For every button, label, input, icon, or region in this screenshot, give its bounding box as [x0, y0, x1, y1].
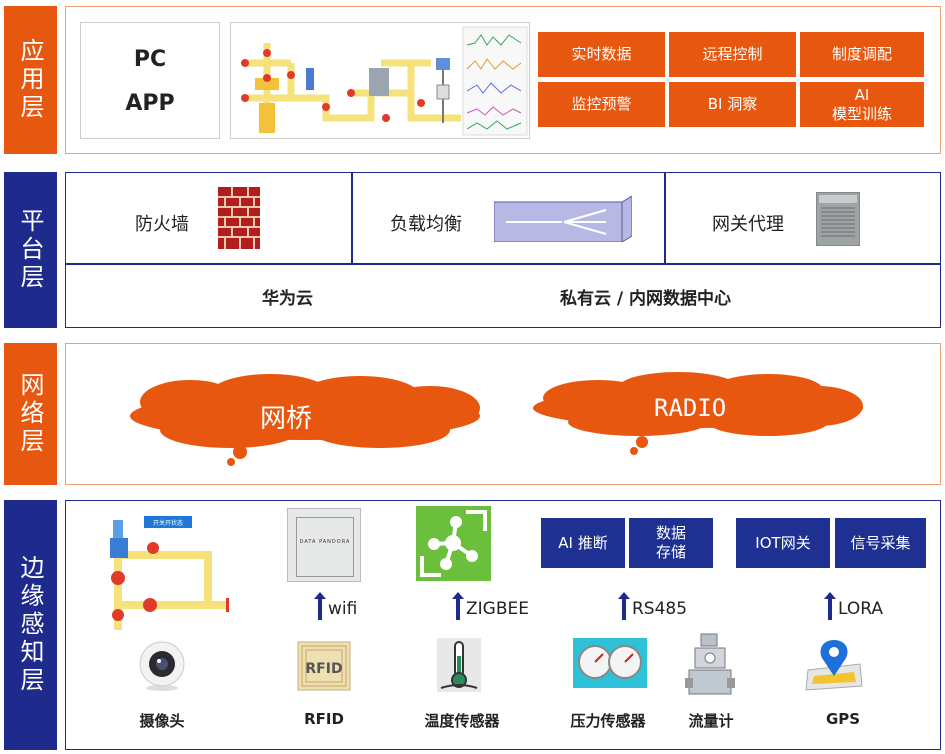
lora-label: LORA: [838, 599, 883, 619]
rfid-tag-text: RFID: [305, 661, 342, 677]
bi-insight-button[interactable]: BI 洞察: [669, 82, 796, 127]
rs485-label: RS485: [632, 599, 688, 619]
rfid-icon: RFID: [297, 641, 351, 691]
thermometer-icon: [437, 638, 481, 692]
scada-graphic: [241, 26, 528, 136]
platform-panel: [65, 172, 941, 328]
up-arrow-icon: [824, 592, 836, 620]
remote-control-button[interactable]: 远程控制: [669, 32, 796, 77]
client-pc-label: PC: [133, 47, 167, 72]
wellhead-valve-icon: 开关开状态: [110, 516, 229, 630]
valve-tag-text: 开关开状态: [153, 519, 183, 527]
zigbee-arrow: ZIGBEE: [452, 592, 529, 620]
wifi-label: wifi: [328, 599, 358, 619]
zigbee-label: ZIGBEE: [466, 599, 529, 619]
radio-cloud-icon: [533, 372, 863, 455]
lora-arrow: LORA: [824, 592, 883, 620]
device-label-gps: GPS: [825, 710, 861, 728]
device-label-rfid: RFID: [304, 710, 344, 728]
bridge-cloud-icon: [130, 374, 480, 466]
bridge-label: 网桥: [260, 404, 313, 434]
device-label-pressure: 压力传感器: [570, 712, 646, 730]
gps-icon: [805, 640, 863, 691]
load-balancer-icon: [494, 196, 632, 242]
up-arrow-icon: [452, 592, 464, 620]
data-gateway-box: DATA PANDORA: [287, 508, 361, 582]
zigbee-icon: [416, 506, 491, 581]
flow-meter-icon: [685, 633, 735, 695]
realtime-data-button[interactable]: 实时数据: [538, 32, 665, 77]
pressure-gauge-icon: [573, 638, 647, 688]
server-icon: [816, 192, 860, 246]
up-arrow-icon: [314, 592, 326, 620]
scada-screenshot: [230, 22, 530, 139]
layer-label-application: 应用层: [4, 6, 57, 154]
firewall-icon: [218, 187, 260, 249]
divider: [65, 263, 941, 265]
data-box-text: DATA PANDORA: [299, 539, 351, 545]
wifi-arrow: wifi: [314, 592, 358, 620]
firewall-label: 防火墙: [135, 214, 189, 235]
iot-gateway-button[interactable]: IOT网关: [736, 518, 830, 568]
private-cloud-label: 私有云 / 内网数据中心: [560, 289, 732, 309]
rs485-arrow: RS485: [618, 592, 688, 620]
device-label-temperature: 温度传感器: [424, 712, 500, 730]
gateway-proxy-label: 网关代理: [712, 214, 784, 235]
client-app-label: APP: [125, 91, 175, 116]
layer-label-platform: 平台层: [4, 172, 57, 328]
ai-training-button[interactable]: AI 模型训练: [800, 82, 924, 127]
client-box: PC APP: [80, 22, 220, 139]
divider: [664, 172, 666, 264]
huawei-cloud-label: 华为云: [262, 289, 313, 309]
layer-label-network: 网络层: [4, 343, 57, 485]
ai-inference-button[interactable]: AI 推断: [541, 518, 625, 568]
radio-label: RADIO: [654, 394, 727, 422]
monitoring-alert-button[interactable]: 监控预警: [538, 82, 665, 127]
up-arrow-icon: [618, 592, 630, 620]
scheduling-button[interactable]: 制度调配: [800, 32, 924, 77]
signal-collection-button[interactable]: 信号采集: [835, 518, 926, 568]
load-balance-label: 负载均衡: [390, 214, 462, 235]
device-label-camera: 摄像头: [139, 712, 185, 730]
camera-icon: [139, 641, 185, 691]
layer-label-edge: 边缘感知层: [4, 500, 57, 750]
device-label-flowmeter: 流量计: [688, 712, 734, 730]
divider: [351, 172, 353, 264]
data-storage-button[interactable]: 数据 存储: [629, 518, 713, 568]
